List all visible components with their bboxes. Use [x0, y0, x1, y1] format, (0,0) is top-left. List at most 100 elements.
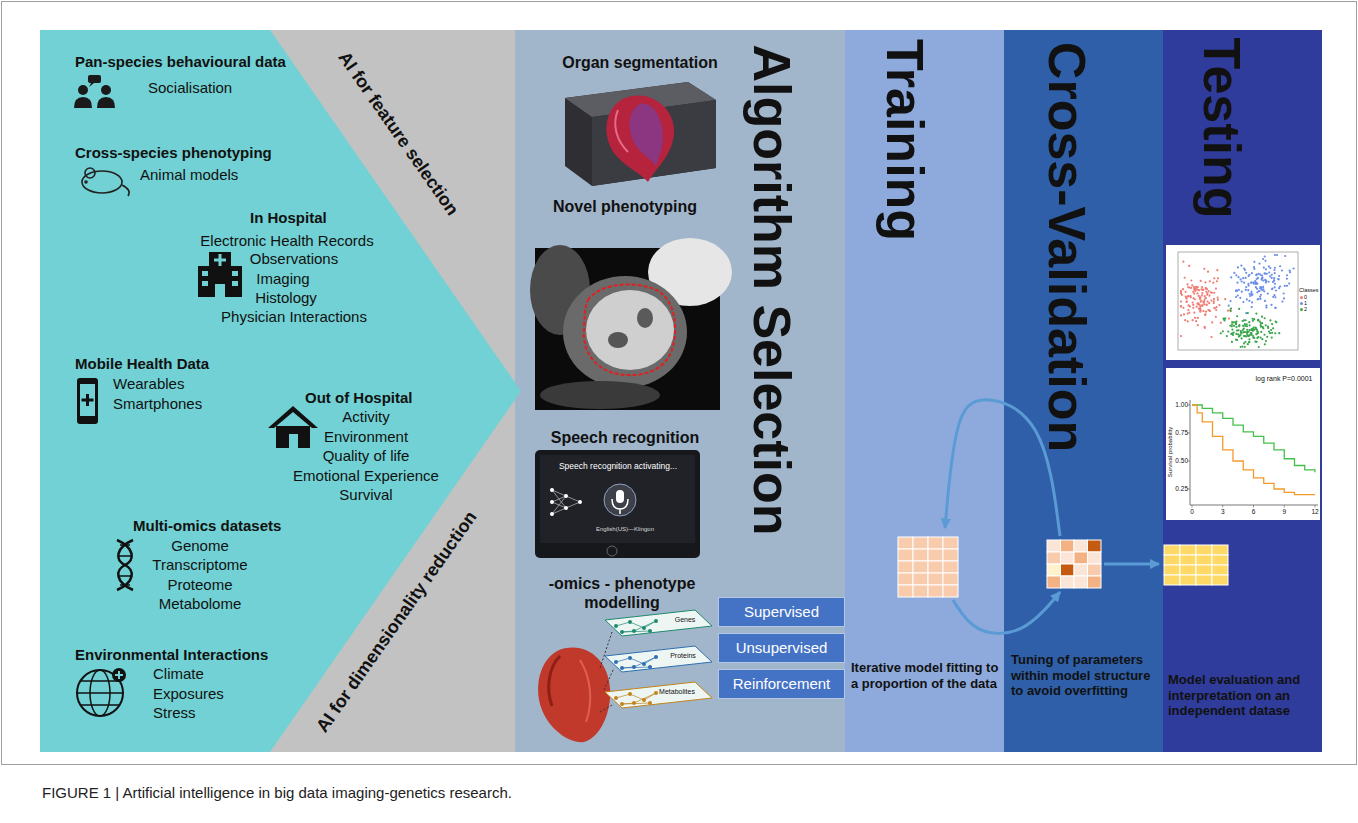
- scatter-point: [1251, 328, 1253, 330]
- scatter-point: [1204, 314, 1206, 316]
- scatter-point: [1265, 281, 1267, 283]
- network-node: [632, 665, 636, 669]
- statistic-label: log rank P=0.0001: [1255, 375, 1312, 383]
- grid-cell: [1047, 552, 1061, 564]
- body-text: Imaging: [256, 270, 309, 288]
- scatter-point: [1253, 337, 1255, 339]
- network-node: [628, 692, 632, 696]
- scatter-point: [1193, 312, 1195, 314]
- scatter-point: [1241, 346, 1243, 348]
- scatter-point: [1262, 286, 1264, 288]
- scatter-point: [1268, 281, 1270, 283]
- scatter-point: [1233, 325, 1235, 327]
- figure-graphic: [550, 488, 582, 516]
- scatter-point: [1252, 337, 1254, 339]
- grid-cell: [1088, 564, 1102, 576]
- grid-cell: [1061, 552, 1075, 564]
- figure-graphic: [122, 185, 129, 196]
- grid-cell: [1088, 552, 1102, 564]
- scatter-point: [1248, 293, 1250, 295]
- scatter-point: [1204, 295, 1206, 297]
- body-text: Organ segmentation: [562, 53, 718, 72]
- scatter-point: [1215, 287, 1217, 289]
- mri-image: [530, 238, 732, 410]
- scatter-point: [1256, 341, 1258, 343]
- scatter-point: [1279, 285, 1281, 287]
- scatter-point: [1271, 336, 1273, 338]
- grid-cell: [1088, 540, 1102, 552]
- scatter-point: [1236, 282, 1238, 284]
- scatter-point: [1251, 329, 1253, 331]
- scatter-point: [1210, 336, 1212, 338]
- scatter-point: [1223, 319, 1225, 321]
- figure-graphic: [615, 110, 628, 152]
- scatter-point: [1267, 326, 1269, 328]
- scatter-point: [1258, 290, 1260, 292]
- scatter-point: [1180, 300, 1182, 302]
- scatter-point: [1213, 292, 1215, 294]
- scatter-point: [1246, 333, 1248, 335]
- scatter-point: [1273, 277, 1275, 279]
- learning-type-box: Supervised: [718, 597, 845, 627]
- scatter-point: [1199, 297, 1201, 299]
- scatter-point: [1248, 335, 1250, 337]
- scatter-point: [1180, 314, 1182, 316]
- figure-graphic: [549, 656, 560, 706]
- scatter-point: [1231, 323, 1233, 325]
- scatter-point: [1243, 282, 1245, 284]
- figure-graphic: [550, 488, 554, 492]
- scatter-point: [1192, 319, 1194, 321]
- heading-text: Training: [874, 39, 936, 241]
- scatter-point: [1190, 287, 1192, 289]
- axis-tick: [1253, 505, 1254, 508]
- scatter-point: [1275, 320, 1277, 322]
- figure-graphic: [564, 494, 568, 498]
- figure-graphic: [88, 75, 101, 83]
- scatter-point: [1257, 298, 1259, 300]
- figure-graphic: [112, 668, 126, 682]
- grid-cell: [898, 537, 913, 549]
- data-grids: [898, 537, 1228, 597]
- scatter-point: [1191, 284, 1193, 286]
- scatter-point: [1271, 323, 1273, 325]
- tick-label: 1.00: [1175, 401, 1188, 409]
- scatter-point: [1273, 279, 1275, 281]
- scatter-point: [1255, 283, 1257, 285]
- input-panel: AI for feature selectionAI for dimension…: [40, 30, 515, 752]
- scatter-point: [1286, 278, 1288, 280]
- figure-graphic: [78, 85, 88, 95]
- scatter-point: [1185, 296, 1187, 298]
- scatter-point: [1248, 341, 1250, 343]
- scatter-point: [1197, 286, 1199, 288]
- scatter-point: [1185, 301, 1187, 303]
- network-node: [628, 620, 632, 624]
- scatter-point: [1193, 286, 1195, 288]
- scatter-point: [1256, 291, 1258, 293]
- grid-cell: [1196, 575, 1212, 585]
- scatter-point: [1220, 332, 1222, 334]
- scatter-point: [1269, 275, 1271, 277]
- scatter-point: [1271, 287, 1273, 289]
- scatter-point: [1235, 289, 1237, 291]
- scatter-point: [1210, 300, 1212, 302]
- tick-label: 6: [1252, 508, 1256, 516]
- grid-cell: [928, 537, 943, 549]
- scatter-point: [1278, 332, 1280, 334]
- scatter-point: [1268, 330, 1270, 332]
- figure-graphic: [232, 281, 238, 286]
- scatter-point: [1246, 331, 1248, 333]
- grid-cell: [898, 561, 913, 573]
- scatter-point: [1199, 296, 1201, 298]
- figure-graphic: [115, 671, 123, 679]
- scatter-point: [1200, 301, 1202, 303]
- scatter-point: [1263, 266, 1265, 268]
- figure-graphic: [564, 506, 568, 510]
- scatter-point: [1218, 304, 1220, 306]
- scatter-point: [1244, 269, 1246, 271]
- scatter-point: [1201, 294, 1203, 296]
- body-text: Survival: [339, 486, 392, 504]
- scatter-point: [1243, 328, 1245, 330]
- scatter-point: [1235, 274, 1237, 276]
- scatter-point: [1242, 320, 1244, 322]
- scatter-point: [1216, 280, 1218, 282]
